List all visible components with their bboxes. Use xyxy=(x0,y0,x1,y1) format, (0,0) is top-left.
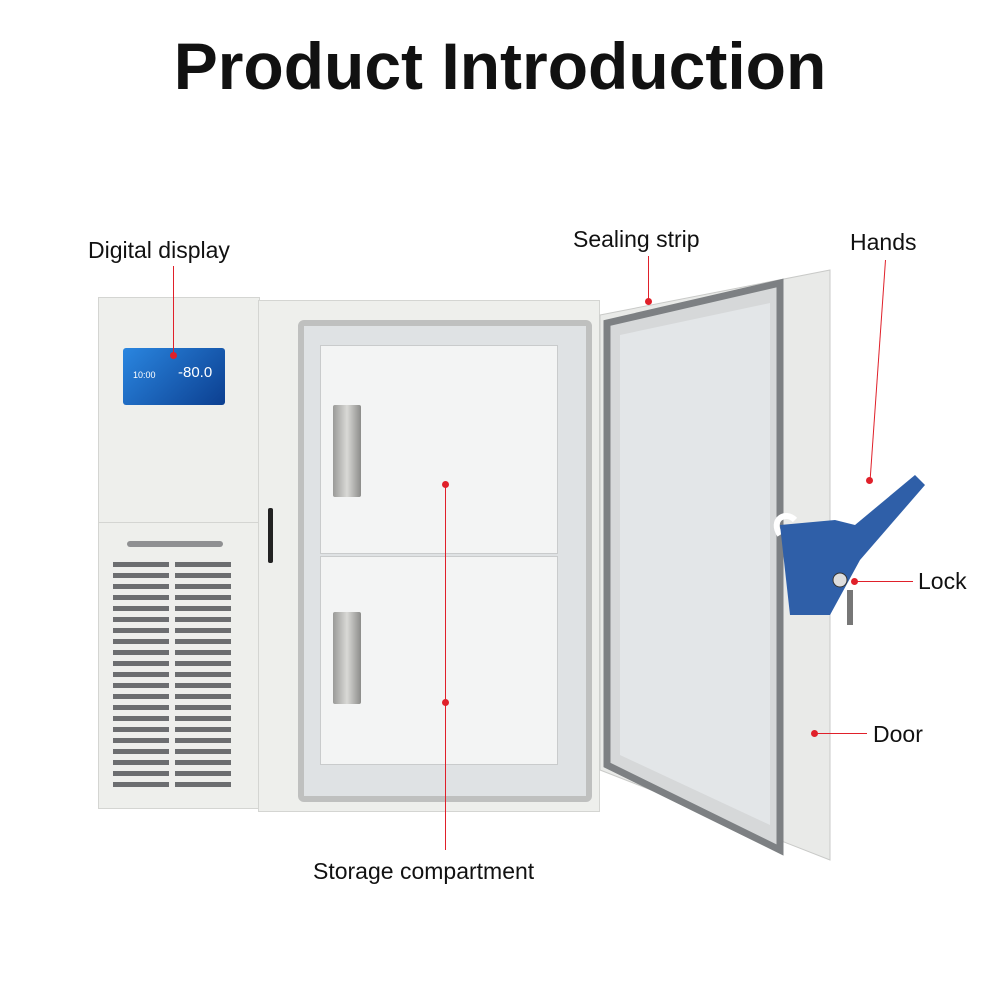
leader-line xyxy=(815,733,867,734)
cabinet-handle xyxy=(268,508,273,563)
lock-handle xyxy=(773,475,925,625)
label-storage-compartment: Storage compartment xyxy=(313,858,535,884)
marker-dot xyxy=(442,481,449,488)
vent-grille-left xyxy=(113,556,169,791)
label-sealing-strip: Sealing strip xyxy=(573,226,700,252)
leader-line xyxy=(445,485,446,850)
label-lock: Lock xyxy=(918,568,967,594)
vent-slot xyxy=(127,541,223,547)
label-door: Door xyxy=(873,721,923,747)
marker-dot xyxy=(170,352,177,359)
display-time: 10:00 xyxy=(133,370,156,380)
label-hands: Hands xyxy=(850,229,917,255)
leader-line xyxy=(648,256,649,300)
leader-line xyxy=(173,266,174,354)
leader-line xyxy=(855,581,913,582)
marker-dot xyxy=(645,298,652,305)
display-temperature: -80.0 xyxy=(178,364,213,381)
marker-dot xyxy=(866,477,873,484)
marker-dot xyxy=(811,730,818,737)
open-door xyxy=(599,269,831,861)
drawer-handle-upper xyxy=(333,405,361,497)
marker-dot xyxy=(851,578,858,585)
control-panel xyxy=(98,297,260,524)
vent-grille-right xyxy=(175,556,231,791)
label-digital-display: Digital display xyxy=(88,237,230,263)
page-title: Product Introduction xyxy=(173,29,827,103)
leader-line xyxy=(869,259,886,480)
drawer-handle-lower xyxy=(333,612,361,704)
